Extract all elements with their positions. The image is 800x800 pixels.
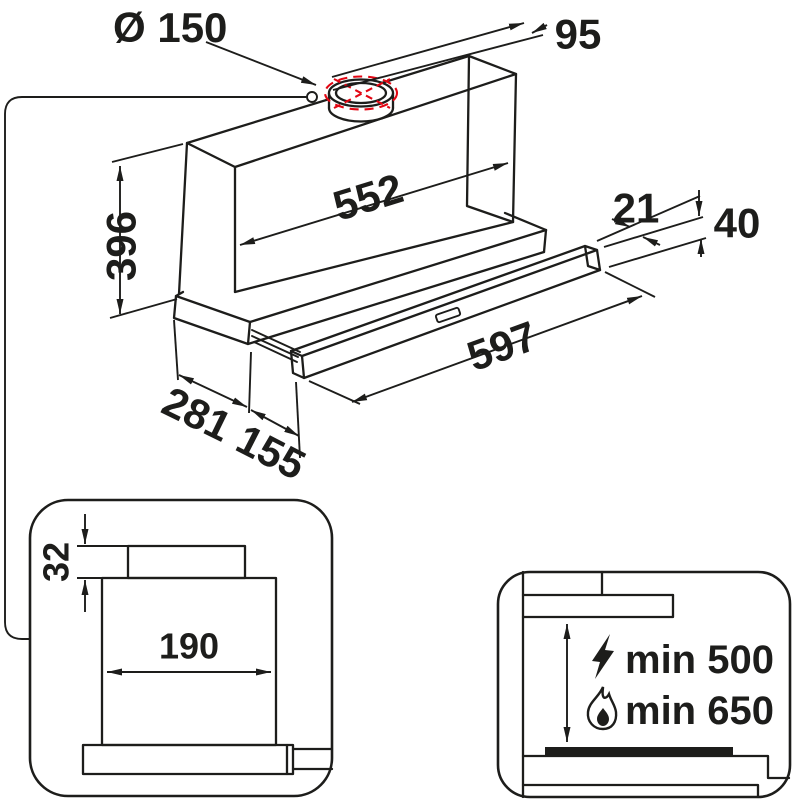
detail-inset: 32 190 [28,498,334,798]
visor-length-tick-right [604,271,656,298]
top-reveal-ext-upper [596,195,701,242]
main-isometric-view: Ø 150 95 552 396 21 [4,4,761,640]
leader-dot [306,91,318,103]
visor-front-bottom-edge [302,268,602,380]
body-depth-label: 281 [155,378,239,451]
cutout-circle-mark [323,75,399,111]
rail-line [253,341,298,363]
visor-height-ext-upper [603,216,704,248]
rear-offset-label: 95 [555,11,602,58]
body-height-label: 396 [98,211,145,281]
top-reveal-arrow-upper [611,217,631,228]
lightning-icon [592,634,614,679]
dim-duct-housing-width: 190 [107,626,271,676]
duct-cutout-mark [323,75,399,111]
rear-offset-ext-lower [332,34,544,91]
dim-top-reveal: 21 [596,185,701,247]
dim-body-height: 396 [98,143,184,319]
visor-length-tick-left [308,380,361,405]
detail-collar [126,544,247,580]
visor-height-ext-lower [608,237,707,268]
visor-right-end [583,244,602,272]
chassis-right-end-edge [542,228,548,254]
dim-rear-offset: 95 [331,11,602,91]
rail-line [251,329,301,353]
body-height-tick-bottom [109,298,178,319]
pullout-label: 155 [229,415,313,489]
rear-offset-arrow [531,22,548,34]
clearance-inset: min 500 min 650 [496,570,792,799]
visor-top-back-edge [289,244,587,353]
visor-top-front-edge [300,248,599,358]
cooktop-surface [545,747,733,756]
body-height-tick-top [111,143,184,163]
depth-tick-front [248,351,252,414]
body-length-label: 552 [328,164,409,229]
hood-right-face-edges [465,54,515,224]
detail-base-plate [81,743,295,776]
visor-height-label: 40 [714,200,761,247]
chassis-front-top-edge [248,228,548,324]
detail-side-duct [291,747,334,771]
chassis-back-join-edge [174,290,185,298]
hood-profile [521,593,675,619]
duct-diameter-leader [205,41,317,86]
duct-diameter-label: Ø 150 [113,4,227,51]
body-length-line [239,162,509,246]
rear-offset-ext-upper [331,22,525,78]
duct-collar [327,78,395,123]
hood-front-right-edge [511,72,518,224]
clearance-inset-border [496,570,792,799]
chassis-right-depth-edge [503,211,548,232]
housing-width-label: 190 [159,626,219,667]
depth-tick-back [173,319,179,381]
dim-collar-height: 32 [36,514,130,612]
visor-length-label: 597 [461,312,543,380]
hood-front-bottom-edge [233,220,515,294]
chassis-left-face [172,294,252,346]
electric-clearance-label: min 500 [625,638,774,682]
dim-pullout: 155 [229,409,313,489]
top-reveal-label: 21 [613,185,660,232]
leader-polyline [4,96,307,640]
top-reveal-arrow-lower [642,236,661,247]
counter-profile [521,754,791,799]
flame-outline [586,686,618,731]
gas-clearance-label: min 650 [625,689,774,733]
visor-switch [434,306,462,324]
flame-core [597,708,609,726]
visor-length-line [351,295,643,403]
detail-inset-border [28,498,334,798]
dim-duct-diameter: Ø 150 [113,4,317,86]
hood-back-left-edge [177,141,189,296]
collar-height-label: 32 [36,542,77,582]
detail-leader-line [4,91,318,640]
pullout-line [250,409,300,437]
collar-bottom-arc [327,106,395,123]
flame-icon [586,686,618,731]
dim-visor-height: 40 [603,190,761,268]
cutout-cross-mark [333,78,391,109]
body-depth-line [178,374,248,408]
